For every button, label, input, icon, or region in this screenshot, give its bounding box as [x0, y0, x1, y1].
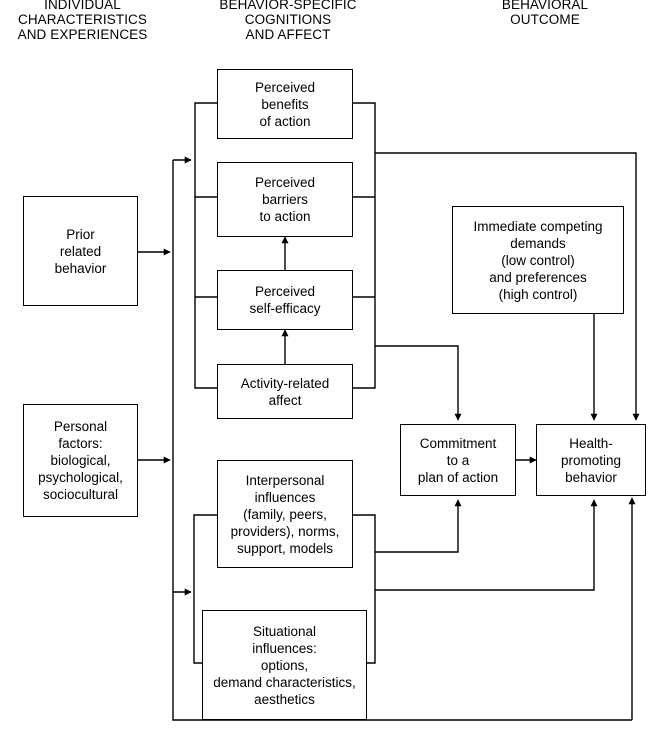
lower-left-bracket — [193, 514, 217, 664]
line-upper-group-to-health — [375, 152, 640, 421]
spine-line — [172, 160, 632, 721]
box-situational-influences: Situational influences: options, demand … — [202, 610, 367, 720]
header-individual-characteristics: INDIVIDUAL CHARACTERISTICS AND EXPERIENC… — [17, 0, 148, 42]
box-activity-related-affect: Activity-related affect — [217, 364, 353, 419]
box-health-promoting-behavior: Health- promoting behavior — [536, 424, 646, 496]
header-behavioral-outcome: BEHAVIORAL OUTCOME — [501, 0, 589, 27]
line-interpersonal-to-commitment — [375, 499, 462, 553]
upper-right-bracket — [352, 102, 376, 389]
box-immediate-competing-demands: Immediate competing demands (low control… — [452, 206, 624, 314]
line-lower-group-to-health — [375, 499, 598, 591]
upper-left-bracket — [194, 102, 217, 389]
box-commitment-to-plan: Commitment to a plan of action — [400, 424, 516, 496]
header-behavior-specific-cognitions: BEHAVIOR-SPECIFIC COGNITIONS AND AFFECT — [219, 0, 357, 42]
box-perceived-barriers: Perceived barriers to action — [217, 162, 353, 237]
lower-right-bracket — [352, 514, 376, 664]
box-prior-related-behavior: Prior related behavior — [23, 196, 138, 306]
box-perceived-self-efficacy: Perceived self-efficacy — [217, 270, 353, 330]
line-upper-group-to-commitment — [375, 345, 462, 421]
box-interpersonal-influences: Interpersonal influences (family, peers,… — [217, 460, 353, 568]
box-perceived-benefits: Perceived benefits of action — [217, 69, 353, 139]
box-personal-factors: Personal factors: biological, psychologi… — [23, 404, 138, 517]
